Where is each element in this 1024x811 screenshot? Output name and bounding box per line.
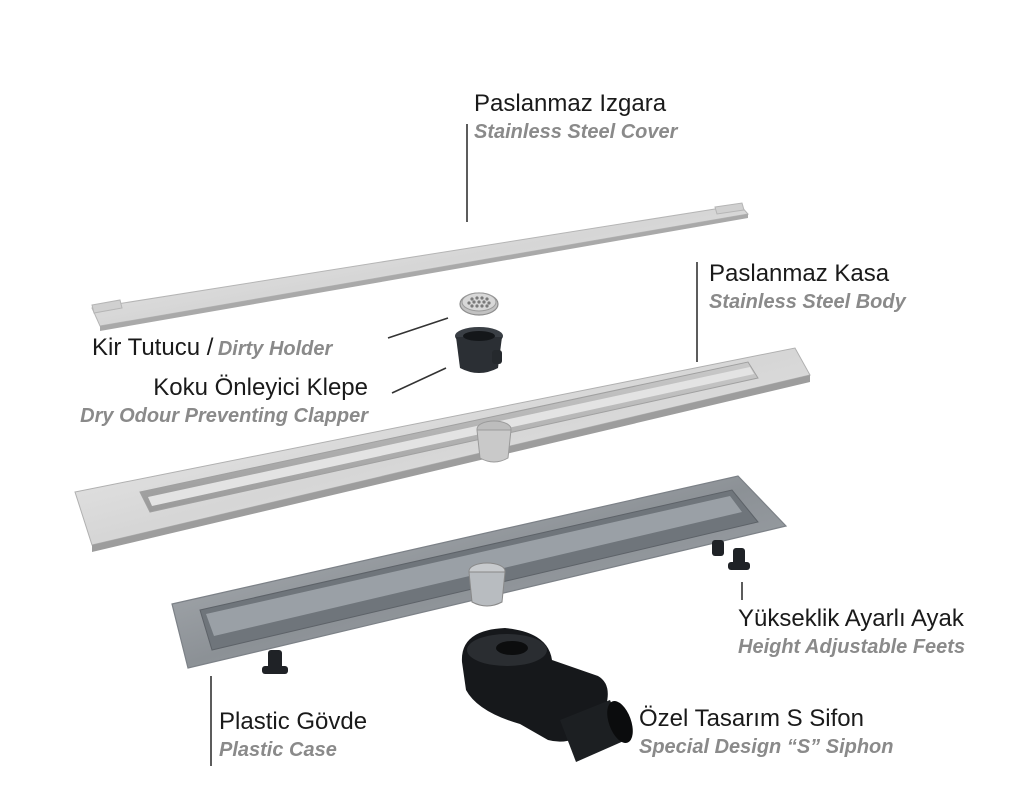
label-siphon-tr: Özel Tasarım S Sifon	[639, 705, 864, 732]
label-body-tr: Paslanmaz Kasa	[709, 260, 890, 287]
s-siphon	[461, 628, 633, 762]
label-case-en: Plastic Case	[219, 739, 337, 761]
label-cover-tr: Paslanmaz Izgara	[474, 90, 667, 117]
dirty-holder	[459, 292, 499, 316]
label-clapper-en: Dry Odour Preventing Clapper	[80, 405, 368, 427]
label-clapper-tr: Koku Önleyici Klepe	[153, 374, 368, 401]
label-body-en: Stainless Steel Body	[709, 291, 906, 313]
leader-holder	[387, 317, 449, 339]
stainless-steel-cover	[91, 202, 749, 331]
leader-lines	[210, 124, 743, 766]
plastic-case	[171, 475, 788, 674]
label-case-tr: Plastic Gövde	[219, 708, 368, 735]
label-holder-en: Dirty Holder	[217, 338, 333, 360]
label-feet-tr: Yükseklik Ayarlı Ayak	[738, 605, 964, 632]
stainless-steel-body	[74, 347, 811, 552]
label-siphon-en: Special Design “S” Siphon	[639, 736, 894, 758]
label-holder: Kir Tutucu / Dirty Holder	[92, 336, 332, 360]
label-cover-en: Stainless Steel Cover	[474, 121, 678, 143]
label-holder-tr: Kir Tutucu /	[92, 334, 214, 361]
label-feet-en: Height Adjustable Feets	[738, 636, 966, 658]
odour-clapper	[455, 327, 503, 373]
leader-clapper	[391, 367, 447, 394]
